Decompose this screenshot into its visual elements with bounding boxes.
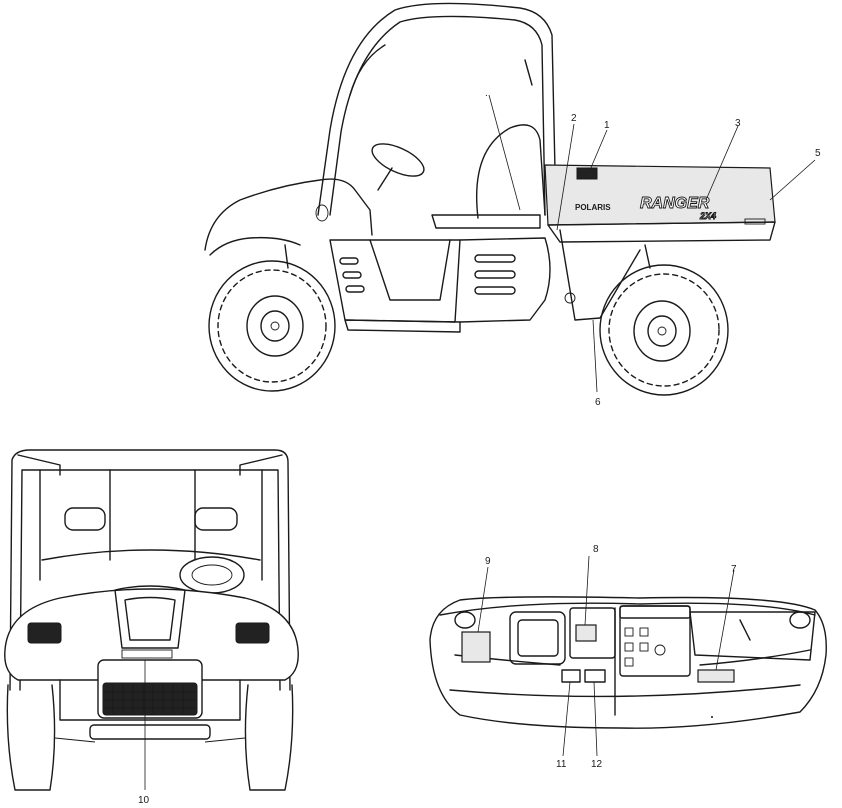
callout-unlabeled-mark: . (485, 88, 488, 99)
callout-3: 3 (735, 118, 741, 129)
front-view-vehicle: 10 (4, 449, 299, 806)
callout-10: 10 (138, 795, 150, 806)
decal-7-dash (697, 669, 735, 683)
side-fender-vents (339, 254, 516, 295)
decal-10-front (121, 649, 173, 659)
callout-8: 8 (593, 544, 599, 555)
callout-7: 7 (731, 564, 737, 575)
right-headlight (235, 622, 270, 644)
callout-12: 12 (591, 759, 603, 770)
callout-11: 11 (556, 759, 567, 770)
callout-2: 2 (571, 113, 577, 124)
front-grille (102, 682, 198, 716)
roll-cage (315, 2, 557, 222)
decal-11-dash (561, 669, 581, 683)
left-headlight (27, 622, 62, 644)
callout-5: 5 (815, 148, 821, 159)
side-view-leaders (488, 94, 816, 393)
decal-polaris-side: POLARIS (575, 203, 611, 212)
side-view-vehicle: POLARIS RANGER 2X4 (204, 2, 821, 408)
cargo-box (544, 164, 776, 243)
front-wheel (208, 260, 336, 392)
decal-8-dash (575, 624, 597, 642)
decal-ranger-side: RANGER (640, 195, 710, 212)
callout-9: 9 (485, 556, 491, 567)
decal-1-box-label (576, 167, 598, 180)
rear-wheel (599, 264, 729, 396)
decal-9-dash (461, 631, 491, 663)
callout-1: 1 (604, 120, 610, 131)
decal-2x4-side: 2X4 (699, 211, 716, 221)
steering-wheel (371, 143, 425, 191)
callout-6: 6 (595, 397, 601, 408)
dashboard-view: 9 8 7 11 12 (429, 544, 827, 770)
decal-5-tail (744, 218, 766, 225)
decal-12-dash (584, 669, 606, 683)
